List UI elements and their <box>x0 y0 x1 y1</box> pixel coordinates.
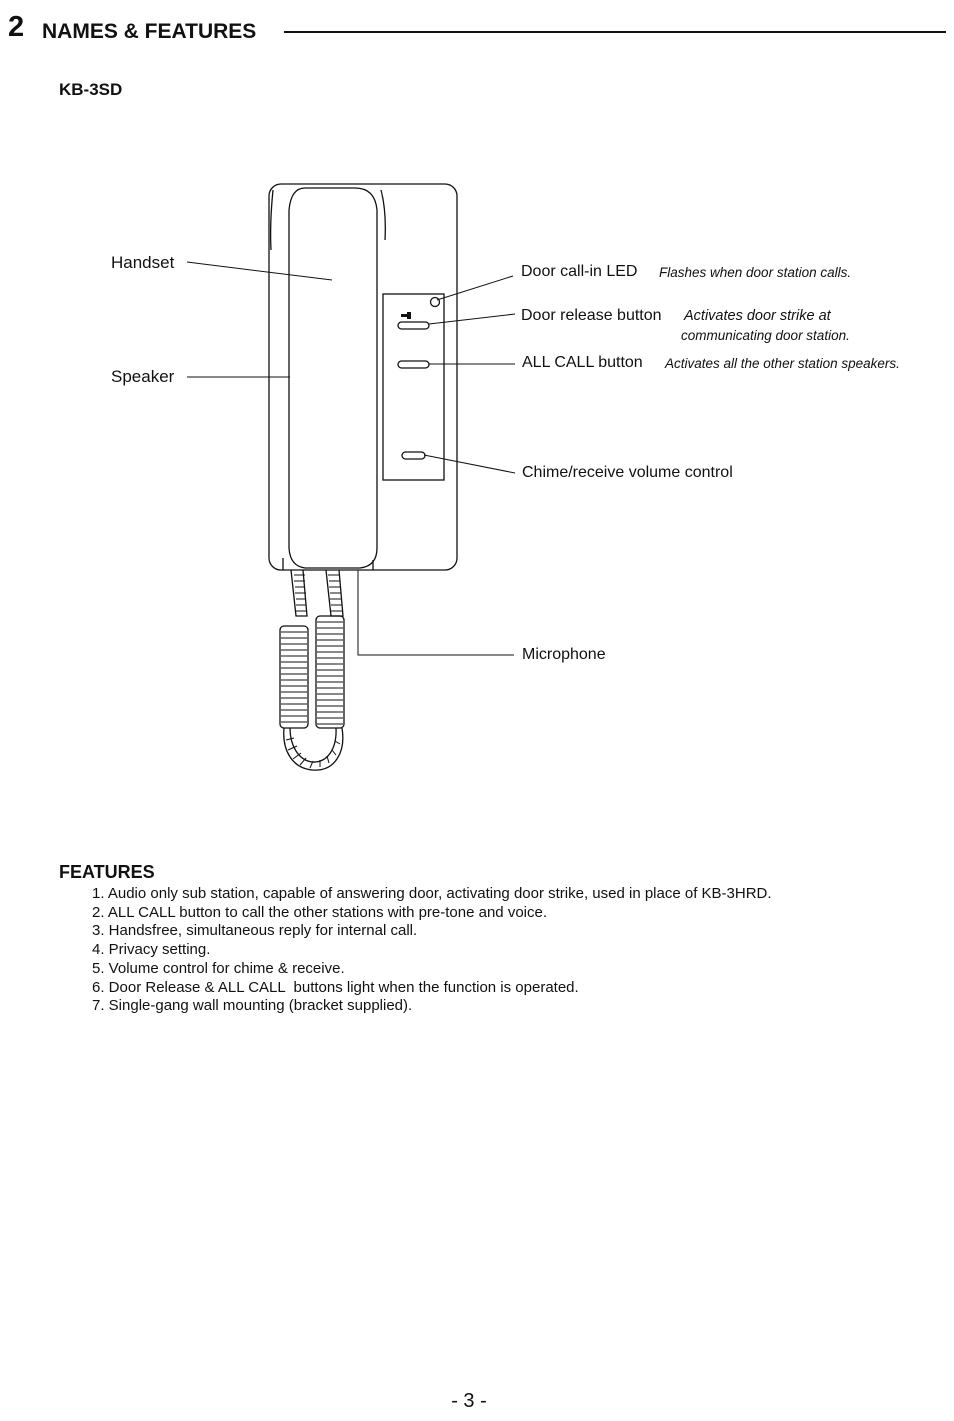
label-microphone: Microphone <box>522 646 606 663</box>
title-rule <box>284 31 946 33</box>
leader-door-release <box>428 313 516 325</box>
intercom-diagram <box>186 183 516 771</box>
list-item: 6. Door Release & ALL CALL buttons light… <box>92 978 579 996</box>
list-item: 2. ALL CALL button to call the other sta… <box>92 903 548 921</box>
all-call-button <box>397 360 430 369</box>
handset-outline <box>288 187 378 569</box>
desc-door-release-1: Activates door strike at <box>684 308 831 324</box>
leader-microphone <box>357 570 514 656</box>
leader-door-led <box>436 275 514 301</box>
section-title: NAMES & FEATURES <box>42 20 257 43</box>
door-release-button <box>397 321 430 330</box>
list-item: 4. Privacy setting. <box>92 941 211 959</box>
label-door-release: Door release button <box>521 307 662 324</box>
desc-all-call: Activates all the other station speakers… <box>665 356 900 371</box>
control-panel <box>382 293 445 481</box>
features-heading: FEATURES <box>59 862 155 882</box>
volume-control <box>401 451 426 460</box>
features-list: 1. Audio only sub station, capable of an… <box>92 885 772 1016</box>
label-speaker: Speaker <box>111 367 175 386</box>
page-number: - 3 - <box>451 1390 487 1412</box>
model-name: KB-3SD <box>59 80 123 99</box>
label-handset: Handset <box>111 253 175 272</box>
label-door-led: Door call-in LED <box>521 263 638 280</box>
list-item: 3. Handsfree, simultaneous reply for int… <box>92 922 418 940</box>
leader-handset <box>186 261 333 281</box>
list-item: 1. Audio only sub station, capable of an… <box>92 885 772 902</box>
desc-door-release-2: communicating door station. <box>681 328 850 343</box>
list-item: 7. Single-gang wall mounting (bracket su… <box>92 997 413 1015</box>
door-led <box>429 296 441 308</box>
desc-door-led: Flashes when door station calls. <box>659 265 852 280</box>
unit-body <box>268 183 458 571</box>
leader-volume <box>423 454 516 474</box>
section-number: 2 <box>8 11 25 43</box>
label-volume-control: Chime/receive volume control <box>522 464 733 481</box>
list-item: 5. Volume control for chime & receive. <box>92 959 345 977</box>
label-all-call: ALL CALL button <box>522 354 643 371</box>
